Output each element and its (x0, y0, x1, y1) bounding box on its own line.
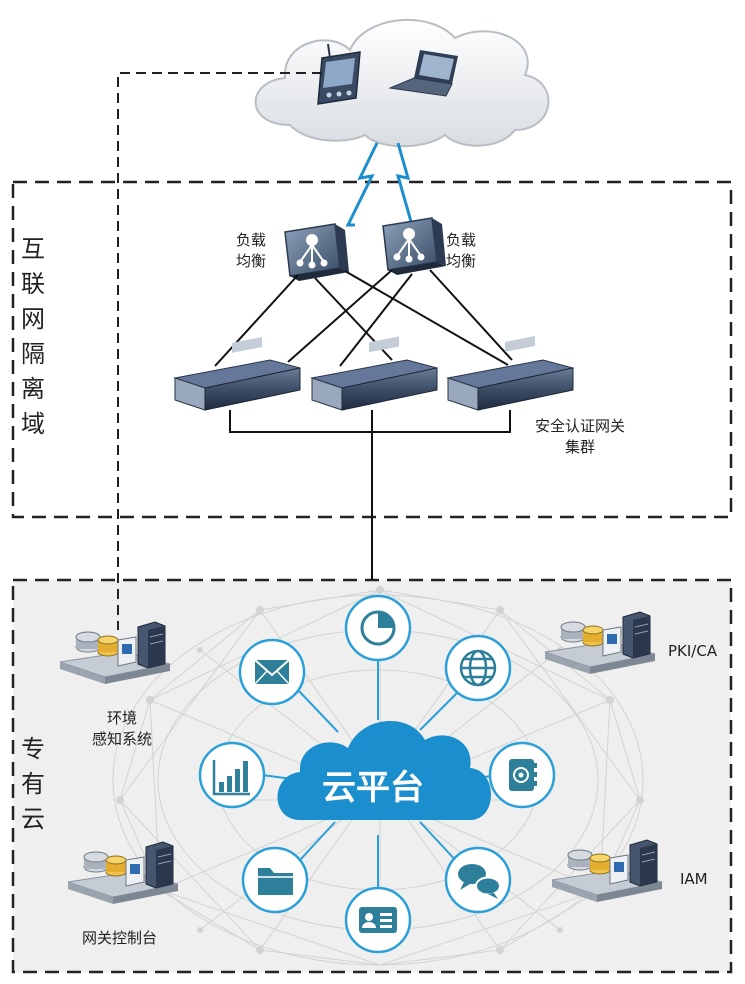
gateway-cluster-label: 安全认证网关 集群 (534, 417, 625, 456)
cloud-platform-shape (277, 720, 491, 820)
iam-label: IAM (680, 870, 708, 888)
env-monitoring-label: 环境 感知系统 (91, 709, 152, 748)
lb-gateway-links (214, 269, 513, 367)
folder-icon (241, 846, 309, 914)
address-book-icon (488, 741, 556, 809)
laptop-icon (388, 50, 458, 97)
gateway-server-1 (173, 337, 301, 411)
globe-icon (444, 634, 512, 702)
env-monitoring-server (59, 621, 171, 684)
id-card-icon (344, 886, 412, 954)
iam-server (551, 839, 663, 902)
gateway-server-2 (310, 336, 438, 411)
cloud-platform-label: 云平台 (322, 768, 424, 808)
bar-chart-icon (198, 741, 266, 809)
pki-ca-server (544, 611, 656, 674)
gateway-server-3 (446, 336, 574, 411)
load-balancer-left-label: 负载 均衡 (236, 231, 267, 270)
pie-chart-icon (344, 594, 412, 662)
private-cloud-zone-title: 专 有 云 (21, 735, 45, 833)
mail-icon (238, 638, 306, 706)
chat-icon (444, 846, 512, 914)
load-balancer-right (382, 217, 446, 275)
gateway-bus (229, 410, 511, 580)
load-balancer-left (284, 223, 349, 281)
gateway-console-label: 网关控制台 (82, 929, 158, 947)
dashed-link-pda-to-env (117, 72, 322, 630)
pki-ca-label: PKI/CA (668, 642, 718, 660)
load-balancer-right-label: 负载 均衡 (446, 231, 477, 270)
pda-icon (317, 43, 361, 105)
gateway-console-server (67, 841, 179, 904)
wireless-link-left (345, 142, 379, 227)
wireless-link-right (395, 142, 414, 226)
internet-isolation-zone-title: 互 联 网 隔 离 域 (21, 235, 45, 438)
